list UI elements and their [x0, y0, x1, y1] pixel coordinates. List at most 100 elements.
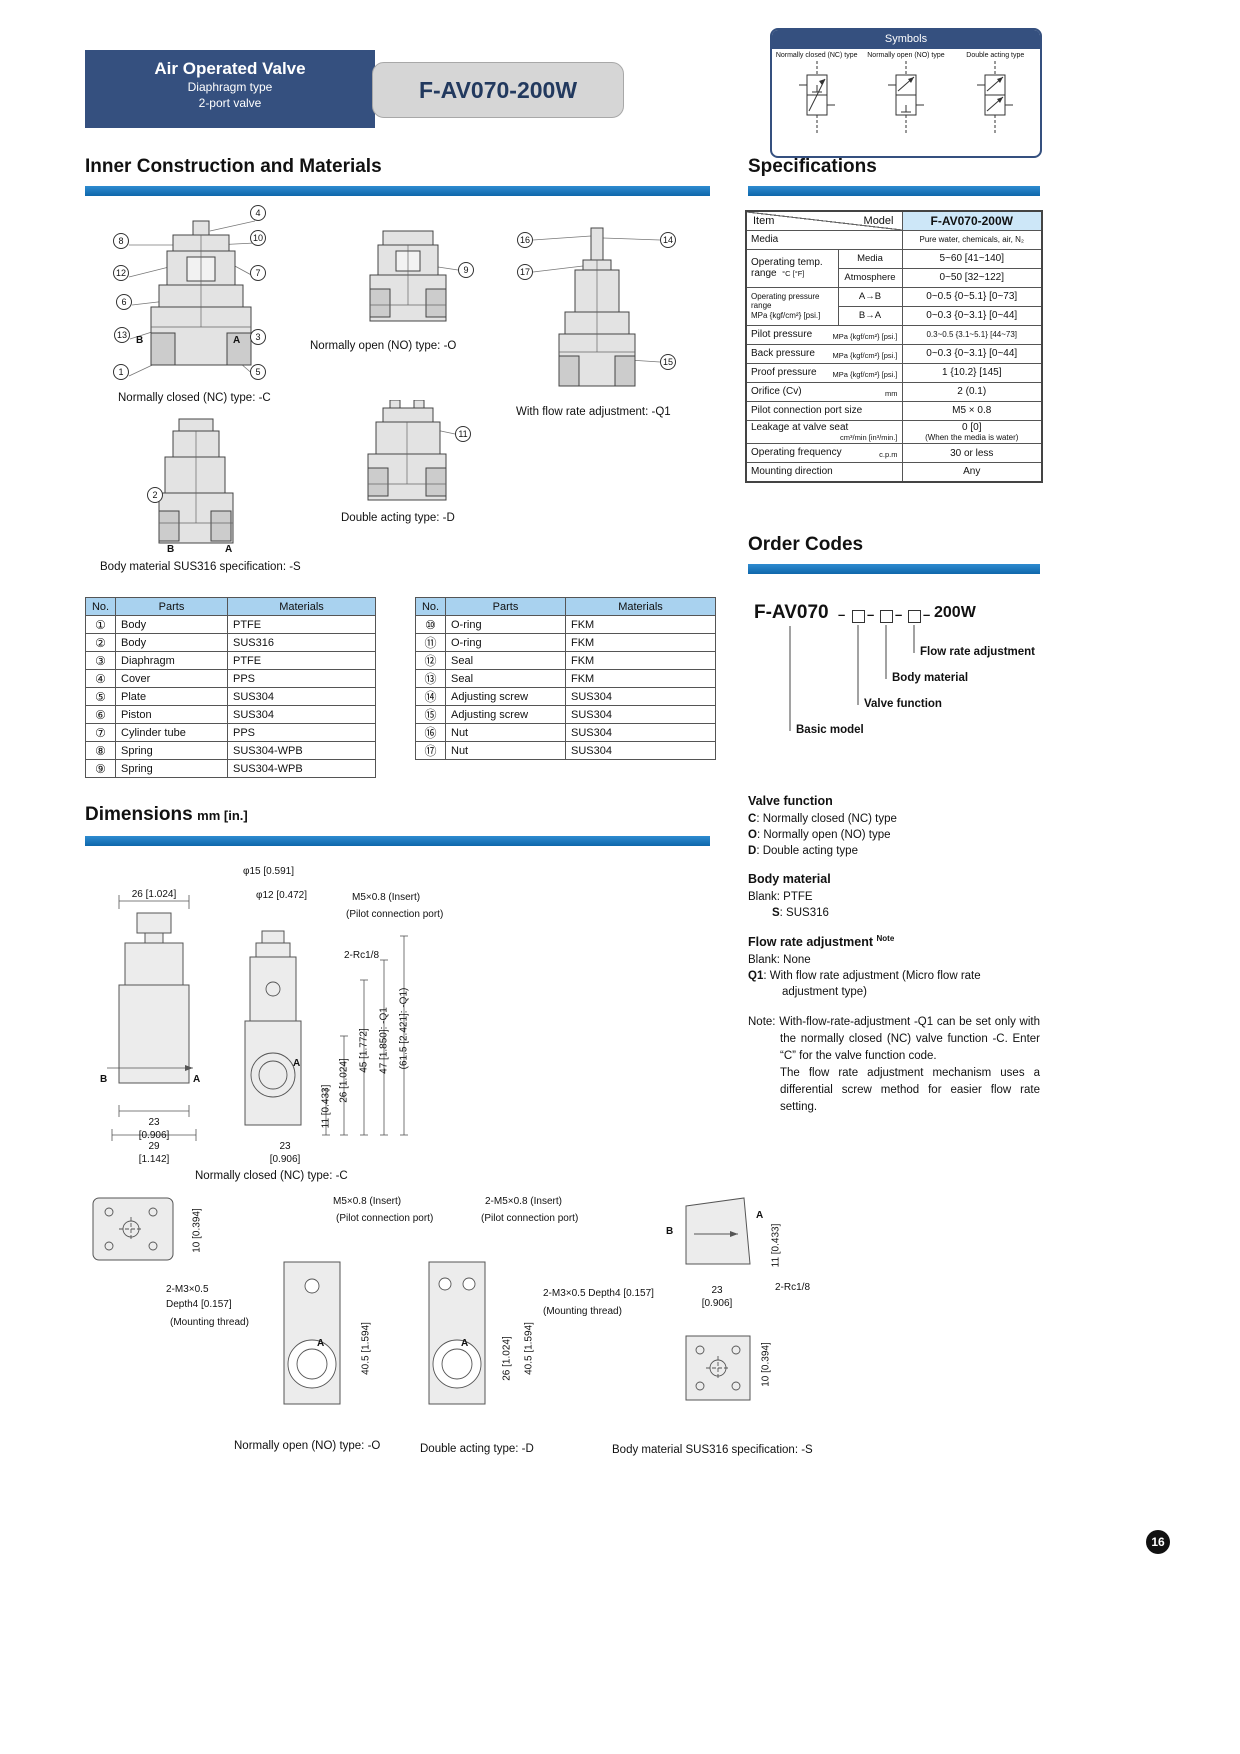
temp-label-1: Operating temp. [751, 257, 823, 268]
figure-dim-no [272, 1258, 352, 1408]
dim-lines-strip [318, 928, 418, 1140]
dim-s-23: 23 [0.906] [701, 1285, 733, 1309]
dim-d-m3-line2: (Mounting thread) [543, 1306, 622, 1317]
cell-no: ⑫ [415, 651, 446, 670]
order-label-basic: Basic model [796, 724, 864, 736]
dim-s-11: 11 [0.433] [770, 1223, 782, 1268]
callout-5: 5 [250, 364, 266, 380]
valve-symbol-double-icon [977, 61, 1014, 133]
leak-value-note: (When the media is water) [925, 432, 1019, 442]
spec-row-port: Pilot connection port size M5 × 0.8 [745, 400, 1043, 421]
spec-value: 2 (0.1) [901, 381, 1043, 402]
flow-rate-heading: Flow rate adjustment Note [748, 934, 895, 950]
dim-m3-line3: (Mounting thread) [170, 1317, 249, 1328]
cell-material: SUS304 [565, 741, 716, 760]
spec-model-cell: F-AV070-200W [901, 210, 1043, 231]
no-cross-section-drawing [369, 230, 459, 322]
spec-row-mount: Mounting direction Any [745, 462, 1043, 483]
dim-61-q1: (61.5 [2.421]: -Q1) [398, 987, 410, 1070]
callout-12: 12 [113, 265, 129, 281]
body-material-item-s: S: SUS316 [772, 907, 829, 919]
cell-no: ⑥ [85, 705, 116, 724]
dimensions-title: Dimensions mm [in.] [85, 804, 248, 826]
freq-unit: c.p.m [879, 450, 898, 460]
flow-rate-section: Flow rate adjustment Note Blank: None Q1… [748, 934, 1040, 1000]
col-header-no: No. [415, 597, 446, 616]
dim-d-26: 26 [1.024] [501, 1336, 513, 1381]
cell-part: Adjusting screw [445, 687, 566, 706]
figure-nc-cross-section: 4 8 10 12 7 6 13 3 1 5 B A [95, 205, 325, 405]
caption-nc: Normally closed (NC) type: -C [118, 392, 271, 404]
dim-s-front-drawing [685, 1197, 751, 1265]
press-label: Operating pressure range [751, 291, 820, 311]
figure-q1-cross-section: 16 17 14 15 [505, 222, 700, 412]
dim-29: 29 [1.142] [138, 1141, 170, 1165]
dim-a-label: A [293, 1058, 301, 1069]
cell-material: FKM [565, 633, 716, 652]
valve-function-item-o: O: Normally open (NO) type [748, 829, 891, 841]
spec-row-leak: Leakage at valve seat cm³/min [in³/min.]… [745, 419, 1043, 445]
caption-no: Normally open (NO) type: -O [310, 340, 457, 352]
table-header-row: No. Parts Materials [85, 597, 376, 616]
dim-no-405: 40.5 [1.594] [360, 1322, 372, 1375]
cell-no: ⑧ [85, 741, 116, 760]
symbols-title: Symbols [772, 30, 1040, 49]
symbol-no: Normally open (NO) type [861, 49, 950, 148]
spec-value: Pure water, chemicals, air, N₂ [901, 229, 1043, 250]
symbol-nc: Normally closed (NC) type [772, 49, 861, 148]
dim-s-10: 10 [0.394] [760, 1342, 772, 1387]
order-base-model: F-AV070 [754, 602, 829, 623]
col-header-parts: Parts [115, 597, 228, 616]
dim-phi12: φ12 [0.472] [256, 890, 307, 901]
caption-q1: With flow rate adjustment: -Q1 [516, 406, 671, 418]
cell-part: Nut [445, 741, 566, 760]
cell-material: SUS304 [227, 705, 376, 724]
dim-pilot-port: (Pilot connection port) [346, 909, 444, 920]
dim-m3-line2: Depth4 [0.157] [166, 1299, 232, 1310]
dim-23: 23 [0.906] [138, 1117, 170, 1141]
spec-label: Leakage at valve seat cm³/min [in³/min.] [745, 419, 903, 445]
order-box-valve-function [852, 610, 865, 623]
leak-unit: cm³/min [in³/min.] [839, 432, 898, 442]
dim-s-top-drawing [685, 1335, 751, 1401]
col-header-materials: Materials [565, 597, 716, 616]
dim-vertical-lines [322, 935, 408, 1136]
spec-header-row: Model Item F-AV070-200W [745, 210, 1043, 231]
leak-value: 0 [0] [962, 421, 982, 433]
cell-material: FKM [565, 615, 716, 634]
inner-construction-title: Inner Construction and Materials [85, 156, 382, 177]
valve-symbol-nc-icon [798, 61, 835, 133]
dim-no-a: A [317, 1338, 325, 1349]
figure-dim-nc-side [240, 925, 330, 1135]
cell-part: Spring [115, 741, 228, 760]
note-section: Note: With-flow-rate-adjustment -Q1 can … [748, 1014, 1040, 1116]
cell-part: Plate [115, 687, 228, 706]
dim-nc-side-drawing [244, 930, 302, 1126]
cell-part: Diaphragm [115, 651, 228, 670]
port-a-label: A [225, 544, 233, 555]
cell-no: ⑬ [415, 669, 446, 688]
dim-s-rc18: 2-Rc1/8 [775, 1282, 811, 1293]
cell-material: SUS304 [227, 687, 376, 706]
dim-port-a: A [193, 1074, 201, 1085]
port-b-label: B [136, 335, 144, 346]
body-material-section: Body material Blank: PTFE S: SUS316 [748, 872, 1040, 921]
pilot-unit: MPa {kgf/cm²} [psi.] [832, 331, 898, 341]
dim-d-a: A [461, 1338, 469, 1349]
valve-function-item-d: D: Double acting type [748, 845, 858, 857]
dim-port-b: B [100, 1074, 108, 1085]
cell-material: PTFE [227, 615, 376, 634]
cell-part: Body [115, 615, 228, 634]
spec-row-press-ab: Operating pressure range MPa {kgf/cm²} [… [745, 286, 1043, 326]
